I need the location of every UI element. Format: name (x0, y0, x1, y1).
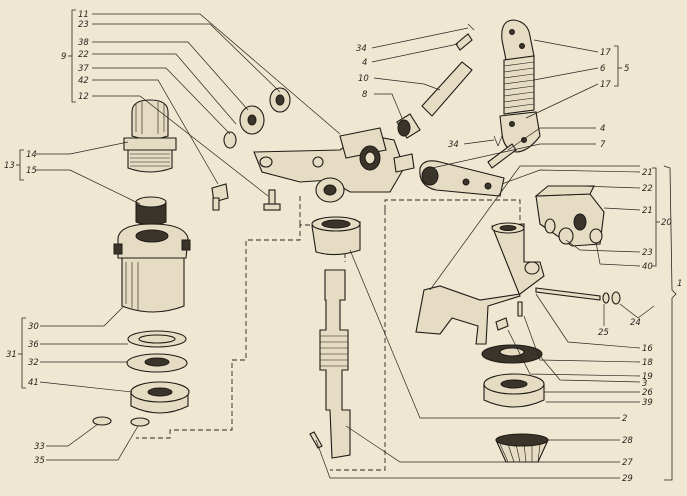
part-17-plate-bottom (499, 111, 541, 153)
label-40: 40 (642, 262, 653, 272)
label-15: 15 (26, 166, 37, 176)
label-29: 29 (622, 474, 633, 484)
label-17-bottom: 17 (600, 80, 611, 90)
part-32-cover (126, 353, 188, 373)
label-22: 22 (78, 50, 89, 60)
part-23-washer (269, 87, 291, 113)
label-32: 32 (28, 358, 39, 368)
label-2: 2 (622, 414, 627, 424)
label-9: 9 (61, 52, 66, 62)
bracket-5 (614, 45, 622, 87)
label-7: 7 (600, 140, 606, 150)
label-4-top: 4 (362, 58, 367, 68)
part-40-washer (589, 228, 603, 244)
part-33-ring (92, 416, 112, 426)
part-18-spring-small (495, 317, 509, 331)
bracket-20 (652, 167, 660, 267)
label-26: 26 (642, 388, 653, 398)
label-10: 10 (358, 74, 369, 84)
part-17-plate-top (501, 19, 535, 61)
part-34-cotter-pin-top (467, 23, 475, 31)
label-4-mid: 4 (600, 124, 605, 134)
part-37-bushing (223, 131, 237, 149)
label-14: 14 (26, 150, 37, 160)
part-39-bearing (483, 373, 545, 408)
label-39: 39 (642, 398, 653, 408)
part-24-ring (611, 291, 621, 305)
label-5: 5 (624, 64, 629, 74)
part-7-lever (419, 160, 505, 197)
leader-lines (36, 13, 655, 479)
part-10-pin (421, 61, 473, 117)
label-19: 19 (642, 372, 653, 382)
label-28: 28 (622, 436, 633, 446)
part-27-shaft (319, 269, 351, 459)
part-number-labels: 11 23 9 38 22 37 42 12 13 14 15 30 31 36… (4, 10, 682, 484)
label-27: 27 (622, 458, 633, 468)
part-16-pin (535, 287, 601, 301)
part-12-bolt (211, 183, 229, 211)
part-14-filler-cap (123, 99, 177, 173)
part-30-housing (113, 223, 191, 313)
part-41-bearing (130, 381, 190, 414)
part-9-lever-assembly (253, 127, 415, 193)
bracket-13 (16, 149, 24, 181)
part-3-gear-disc (481, 344, 543, 364)
part-1-bracket-assembly (415, 222, 545, 345)
label-1: 1 (677, 279, 682, 289)
label-33: 33 (34, 442, 45, 452)
label-35: 35 (34, 456, 45, 466)
label-38: 38 (78, 38, 89, 48)
label-31: 31 (6, 350, 17, 360)
part-19-pin-small (517, 301, 523, 317)
part-21-bracket (534, 185, 605, 247)
label-30: 30 (28, 322, 39, 332)
label-42: 42 (78, 76, 89, 86)
label-41: 41 (28, 378, 39, 388)
label-34-top: 34 (356, 44, 367, 54)
part-15-filter (135, 196, 167, 226)
label-18: 18 (642, 358, 653, 368)
label-23-right: 23 (642, 248, 653, 258)
part-6-spring (503, 55, 535, 115)
part-21-bushing-center (315, 177, 345, 203)
part-36-gasket (127, 330, 187, 348)
bracket-1 (663, 165, 677, 481)
part-34-cotter-pin-mid (493, 135, 503, 147)
part-35-ring (130, 417, 150, 427)
label-6: 6 (600, 64, 606, 74)
part-4-pin-top (455, 33, 473, 51)
label-21-mid: 21 (642, 206, 653, 216)
label-16: 16 (642, 344, 653, 354)
label-17-top: 17 (600, 48, 611, 58)
label-11: 11 (78, 10, 89, 20)
label-24: 24 (630, 318, 641, 328)
label-13: 13 (4, 161, 15, 171)
label-3: 3 (642, 379, 647, 389)
bracket-31 (18, 317, 26, 389)
part-28-bevel-gear (495, 433, 549, 463)
part-4-pin-mid (487, 143, 517, 169)
label-36: 36 (28, 340, 39, 350)
label-22-right: 22 (642, 184, 653, 194)
label-21-top: 21 (642, 168, 653, 178)
bracket-9 (68, 9, 76, 103)
part-25-washer (602, 292, 610, 304)
label-8: 8 (362, 90, 368, 100)
part-42-screw (263, 189, 281, 211)
part-2-sleeve (311, 216, 361, 256)
part-8-bushing (396, 113, 421, 139)
part-22-washer-upper (544, 218, 556, 234)
label-34-mid: 34 (448, 140, 459, 150)
part-38-washer (239, 105, 265, 135)
label-23: 23 (78, 20, 89, 30)
label-12: 12 (78, 92, 89, 102)
label-20: 20 (661, 218, 672, 228)
part-23-nut-right (558, 227, 574, 245)
label-25: 25 (598, 328, 609, 338)
label-37: 37 (78, 64, 89, 74)
